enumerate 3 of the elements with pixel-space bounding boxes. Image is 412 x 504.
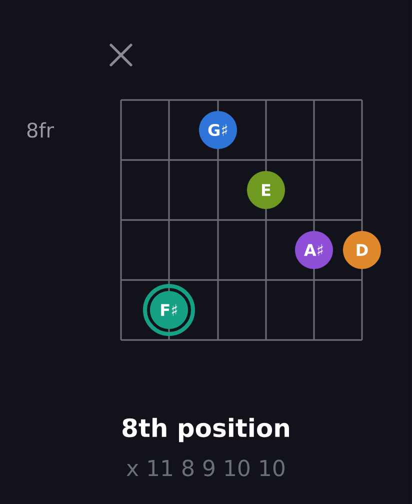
chord-title: 8th position xyxy=(122,418,289,442)
fret-number: 8fr xyxy=(27,122,54,138)
fingering-text: x 11 8 9 10 10 xyxy=(126,460,284,476)
